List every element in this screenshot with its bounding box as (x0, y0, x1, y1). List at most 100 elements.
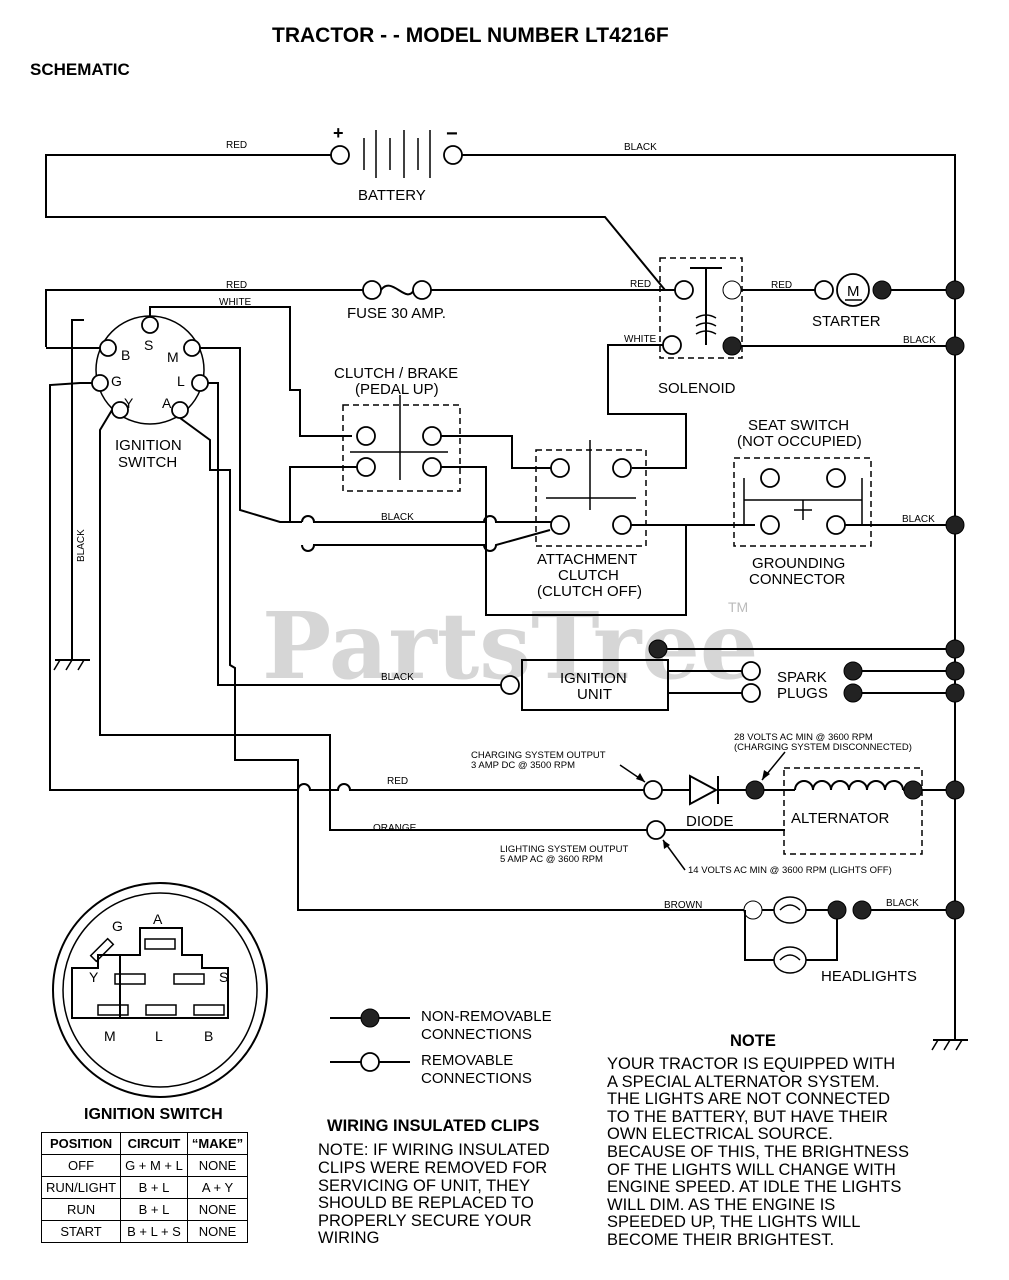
table-row: RUN/LIGHT B + L A + Y (40, 1176, 249, 1199)
alternator-note: NOTE YOUR TRACTOR IS EQUIPPED WITH A SPE… (607, 1032, 909, 1249)
wire-label-black-seat: BLACK (902, 514, 935, 525)
ignition-unit: IGNITION UNIT (500, 639, 669, 711)
ignition-switch-table: POSITION CIRCUIT “MAKE” OFF G + M + L NO… (40, 1132, 249, 1243)
page-title: TRACTOR - - MODEL NUMBER LT4216F (272, 24, 669, 47)
wire-label-brown: BROWN (664, 900, 702, 911)
pin-s: S (144, 337, 153, 353)
ignition-table-title: IGNITION SWITCH (84, 1106, 223, 1123)
battery: + − BATTERY (330, 123, 463, 204)
wire-label-red-solenoid: RED (630, 279, 651, 290)
wiring-clips-line: NOTE: IF WIRING INSULATED (318, 1141, 550, 1159)
note-line: TO THE BATTERY, BUT HAVE THEIR (607, 1108, 888, 1126)
note-line: ENGINE SPEED. AT IDLE THE LIGHTS (607, 1178, 901, 1196)
pin-g: G (111, 373, 122, 389)
wire-label-red-fuse: RED (226, 280, 247, 291)
table-cell: NONE (186, 1220, 249, 1243)
table-cell: G + M + L (120, 1154, 188, 1177)
wiring-clips-line: SERVICING OF UNIT, THEY (318, 1177, 530, 1195)
note-line: SPEEDED UP, THE LIGHTS WILL (607, 1213, 860, 1231)
legend-removable-2: CONNECTIONS (421, 1070, 532, 1087)
note-line: OF THE LIGHTS WILL CHANGE WITH (607, 1161, 896, 1179)
table-row: START B + L + S NONE (40, 1220, 249, 1243)
seat-switch: SEAT SWITCH (NOT OCCUPIED) GROUNDING CON… (733, 417, 872, 588)
pin-y: Y (124, 395, 134, 411)
note-line: OWN ELECTRICAL SOURCE. (607, 1125, 833, 1143)
table-cell: A + Y (186, 1176, 249, 1199)
table-cell: START (40, 1220, 122, 1243)
lighting-output-terminal (646, 820, 666, 840)
face-pin-m: M (104, 1028, 116, 1044)
wiring-clips-line: SHOULD BE REPLACED TO (318, 1194, 534, 1212)
grounding-label-1: GROUNDING (752, 555, 845, 572)
spark-label-2: PLUGS (777, 685, 828, 702)
table-cell: OFF (40, 1154, 122, 1177)
volts28-note-1: 28 VOLTS AC MIN @ 3600 RPM (734, 732, 873, 743)
ignition-switch: S B M G L Y A IGNITION SWITCH (91, 315, 209, 471)
legend-nonremovable-1: NON-REMOVABLE (421, 1008, 552, 1025)
wiring-clips-title: WIRING INSULATED CLIPS (327, 1117, 539, 1135)
note-line: YOUR TRACTOR IS EQUIPPED WITH (607, 1055, 895, 1073)
legend: NON-REMOVABLE CONNECTIONS REMOVABLE CONN… (330, 1008, 552, 1087)
wire-label-orange: ORANGE (373, 823, 417, 834)
fuse: FUSE 30 AMP. (45, 280, 446, 347)
volts28-note-2: (CHARGING SYSTEM DISCONNECTED) (734, 742, 912, 753)
wire-label-white-solenoid: WHITE (624, 334, 657, 345)
battery-plus-label: + (333, 123, 344, 143)
table-cell: B + L (120, 1176, 188, 1199)
pin-a: A (162, 395, 172, 411)
clutch-brake-label-1: CLUTCH / BRAKE (334, 365, 458, 382)
spark-plugs: SPARK PLUGS (741, 661, 863, 703)
table-cell: NONE (186, 1198, 249, 1221)
ignition-unit-label-2: UNIT (577, 686, 612, 703)
solenoid-label: SOLENOID (658, 380, 736, 397)
wire-label-red-battery: RED (226, 140, 247, 151)
wire-label-red-starter: RED (771, 280, 792, 291)
note-line: WILL DIM. AS THE ENGINE IS (607, 1196, 835, 1214)
note-line: A SPECIAL ALTERNATOR SYSTEM. (607, 1073, 880, 1091)
battery-minus-label: − (446, 123, 458, 145)
table-row: RUN B + L NONE (40, 1198, 249, 1221)
table-cell: B + L + S (120, 1220, 188, 1243)
wire-label-black-clutch: BLACK (381, 512, 414, 523)
fuse-label: FUSE 30 AMP. (347, 305, 446, 322)
wire-label-black-headlights: BLACK (886, 898, 919, 909)
wiring-clips-line: WIRING (318, 1229, 379, 1247)
face-pin-s: S (219, 969, 228, 985)
table-cell: RUN/LIGHT (40, 1176, 122, 1199)
solenoid: SOLENOID (658, 257, 743, 397)
diode: DIODE (643, 774, 765, 830)
charging-note-1: CHARGING SYSTEM OUTPUT (471, 750, 606, 761)
table-cell: B + L (120, 1198, 188, 1221)
face-pin-g: G (112, 918, 123, 934)
section-label: SCHEMATIC (30, 60, 130, 79)
wire-label-black-ground: BLACK (76, 529, 87, 562)
face-pin-a: A (153, 911, 163, 927)
diode-label: DIODE (686, 813, 734, 830)
legend-removable-1: REMOVABLE (421, 1052, 513, 1069)
watermark-tm: TM (728, 599, 748, 615)
seat-switch-label-1: SEAT SWITCH (748, 417, 849, 434)
attachment-label-3: (CLUTCH OFF) (537, 583, 642, 600)
lighting-note-2: 5 AMP AC @ 3600 RPM (500, 854, 603, 865)
pin-m: M (167, 349, 179, 365)
face-pin-l: L (155, 1028, 163, 1044)
face-pin-y: Y (89, 969, 99, 985)
attachment-label-2: CLUTCH (558, 567, 619, 584)
starter-motor: M STARTER (812, 273, 892, 330)
wire-label-white-ign: WHITE (219, 297, 252, 308)
clutch-brake-label-2: (PEDAL UP) (355, 381, 439, 398)
headlights: HEADLIGHTS (743, 896, 917, 985)
table-row: OFF G + M + L NONE (40, 1154, 249, 1177)
starter-label: STARTER (812, 313, 881, 330)
volts14-note: 14 VOLTS AC MIN @ 3600 RPM (LIGHTS OFF) (688, 865, 892, 876)
pin-b: B (121, 347, 130, 363)
ground-symbol-left (53, 319, 90, 671)
clutch-brake-switch: CLUTCH / BRAKE (PEDAL UP) (334, 365, 461, 492)
wiring-clips-note: WIRING INSULATED CLIPS NOTE: IF WIRING I… (318, 1117, 550, 1247)
grounding-label-2: CONNECTOR (749, 571, 846, 588)
wiring-clips-line: CLIPS WERE REMOVED FOR (318, 1159, 547, 1177)
face-pin-b: B (204, 1028, 213, 1044)
wire-label-black-ignunit: BLACK (381, 672, 414, 683)
ignition-switch-face: A G Y S M L B (52, 882, 268, 1098)
note-line: BECAUSE OF THIS, THE BRIGHTNESS (607, 1143, 909, 1161)
